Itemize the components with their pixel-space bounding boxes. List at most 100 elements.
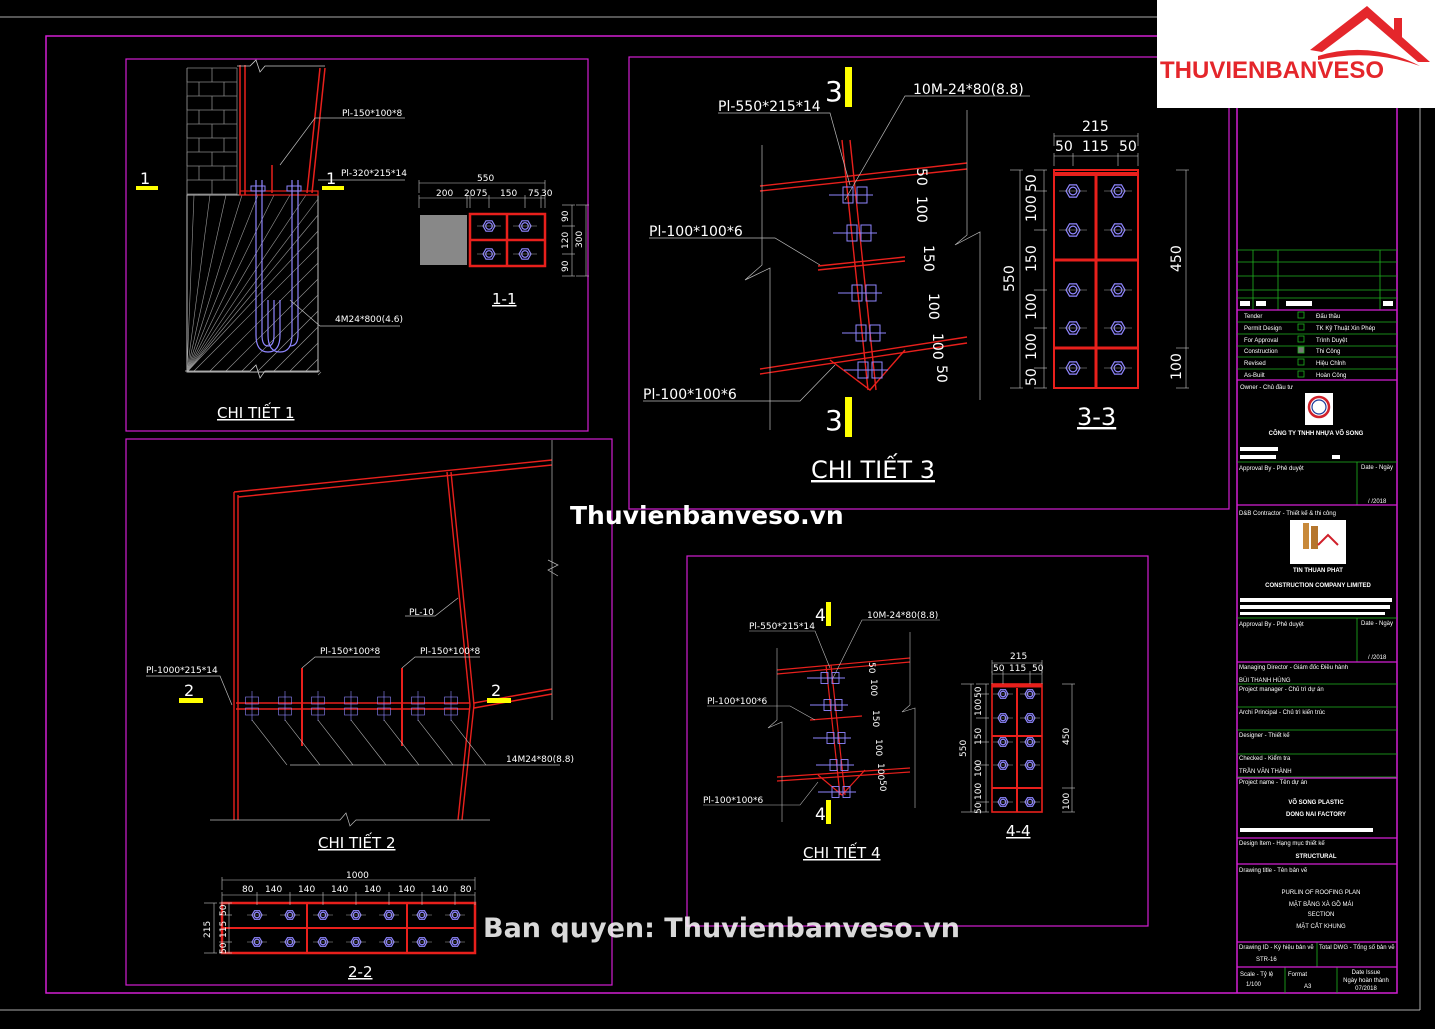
dimension-label: 300 xyxy=(575,231,585,248)
scale-label: Scale - Tỷ lệ xyxy=(1240,971,1274,978)
detail4-label: Pl-100*100*6 xyxy=(707,697,768,707)
dimension-label: 75 xyxy=(528,189,539,199)
dimension-label: 215 xyxy=(1082,119,1109,135)
date-issue: 07/2018 xyxy=(1355,986,1377,992)
dimension-label: 50 xyxy=(974,686,984,698)
bolt-side-icon xyxy=(818,786,856,798)
bolt-plan-icon xyxy=(993,760,1013,770)
dimension-label: 50 xyxy=(877,780,887,792)
contractor-logo-text: TTPCONS xyxy=(1297,554,1339,563)
brand-logo xyxy=(1157,0,1435,108)
status-checkbox[interactable] xyxy=(1297,311,1305,319)
status-label-en: Revised xyxy=(1244,361,1266,367)
dimension-label: 50 xyxy=(866,662,876,674)
bolt-side-icon xyxy=(807,672,845,684)
bolt-plan-icon xyxy=(379,910,399,920)
bolt-plan-icon xyxy=(477,220,501,232)
bolt-side-icon xyxy=(813,732,851,744)
detail2-title: CHI TIẾT 2 xyxy=(318,831,395,852)
format-label: Format xyxy=(1288,972,1307,978)
status-checkbox[interactable] xyxy=(1297,323,1305,331)
bolt-plan-icon xyxy=(1020,737,1040,747)
managing-director-label: Managing Director - Giám đốc Điều hành xyxy=(1239,665,1348,671)
bolt-plan-icon xyxy=(513,248,537,260)
detail1-drawing xyxy=(136,59,589,379)
dimension-label: 150 xyxy=(1024,245,1040,272)
dimension-label: 20 xyxy=(464,189,476,199)
dimension-label: 140 xyxy=(298,885,315,895)
project-name-label: Project name - Tên dự án xyxy=(1239,780,1307,786)
dimension-label: 100 xyxy=(1062,793,1072,810)
section-mark: 3 xyxy=(825,404,843,437)
dimension-label: 50 xyxy=(219,904,229,916)
dimension-label: 140 xyxy=(331,885,348,895)
bolt-plan-icon xyxy=(379,937,399,947)
status-checkbox[interactable] xyxy=(1297,346,1305,354)
design-item: STRUCTURAL xyxy=(1296,854,1337,860)
bolt-side-icon xyxy=(844,361,888,379)
approval-label: Approval By - Phê duyệt xyxy=(1239,622,1304,628)
dimension-label: 100 xyxy=(1024,293,1040,320)
brand-tagline: THƯ VIỆN BẢN VẼ LỚN NHẤT VIỆT NAM xyxy=(1159,85,1435,104)
bolt-side-icon xyxy=(344,691,358,721)
dimension-label: 100 xyxy=(1024,195,1040,222)
detail2-label: 14M24*80(8.8) xyxy=(506,755,574,765)
date-value: / /2018 xyxy=(1368,655,1387,661)
checked-by: TRẦN VĂN THÀNH xyxy=(1239,768,1292,775)
brand-tld: .vn xyxy=(1395,64,1421,82)
total-dwg-label: Total DWG - Tổng số bản vẽ xyxy=(1319,944,1395,951)
detail2-label: Pl-150*100*8 xyxy=(420,647,481,657)
section-mark: 1 xyxy=(140,169,150,188)
dimension-label: 150 xyxy=(870,710,880,727)
owner-logo-text: VS xyxy=(1313,403,1325,412)
detail2-drawing xyxy=(146,440,560,955)
brand-name: THUVIENBANVESO xyxy=(1160,57,1384,84)
dimension-label: 115 xyxy=(1009,664,1026,674)
bolt-plan-icon xyxy=(513,220,537,232)
dimension-label: 80 xyxy=(242,885,254,895)
dimension-label: 115 xyxy=(219,921,229,938)
design-item-label: Design Item - Hạng mục thiết kế xyxy=(1239,841,1325,847)
managing-director-name: BÙI THANH HÙNG xyxy=(1239,677,1291,684)
section-mark: 2 xyxy=(184,681,194,700)
detail2-label: Pl-1000*215*14 xyxy=(146,666,218,676)
bolt-plan-icon xyxy=(1020,689,1040,699)
bolt-side-icon xyxy=(311,691,325,721)
bolt-plan-icon xyxy=(1059,283,1087,297)
project-manager-label: Project manager - Chủ trì dự án xyxy=(1239,686,1324,693)
status-checkbox[interactable] xyxy=(1297,335,1305,343)
section-mark: 2 xyxy=(491,681,501,700)
detail2-viewport xyxy=(125,438,613,986)
bolt-plan-icon xyxy=(1104,184,1132,198)
dimension-label: 150 xyxy=(974,728,984,745)
dimension-label: 215 xyxy=(203,921,213,938)
sheet-frame xyxy=(0,16,1421,1011)
bolt-side-icon xyxy=(833,224,877,242)
detail1-title: CHI TIẾT 1 xyxy=(217,401,294,422)
dimension-label: 550 xyxy=(477,174,494,184)
approval-label: Approval By - Phê duyệt xyxy=(1239,466,1304,472)
status-checkbox[interactable] xyxy=(1297,358,1305,366)
contractor-label: D&B Contractor - Thiết kế & thi công xyxy=(1239,511,1336,517)
drawing-title-label: Drawing title - Tên bản vẽ xyxy=(1239,868,1308,874)
bolt-plan-icon xyxy=(280,910,300,920)
dimension-label: 450 xyxy=(1169,245,1185,272)
dimension-label: 30 xyxy=(541,189,553,199)
dimension-label: 100 xyxy=(868,679,878,696)
bolt-plan-icon xyxy=(280,937,300,947)
bolt-plan-views xyxy=(247,184,1132,947)
detail1-label: Pl-150*100*8 xyxy=(342,109,403,119)
bolt-plan-icon xyxy=(993,713,1013,723)
scale-value: 1/100 xyxy=(1246,982,1262,988)
concrete-hatch xyxy=(186,194,322,376)
drawing-title-line: MẶT CẮT KHUNG xyxy=(1296,922,1346,930)
dimension-label: 115 xyxy=(1082,139,1109,155)
detail2-label: Pl-150*100*8 xyxy=(320,647,381,657)
format-value: A3 xyxy=(1304,984,1312,990)
section-mark: 4 xyxy=(815,805,826,825)
status-label-vi: Hiệu Chỉnh xyxy=(1316,360,1346,367)
status-checkbox[interactable] xyxy=(1297,370,1305,378)
bolt-plan-icon xyxy=(1104,321,1132,335)
status-label-en: Tender xyxy=(1244,314,1262,320)
bolt-plan-icon xyxy=(1059,184,1087,198)
